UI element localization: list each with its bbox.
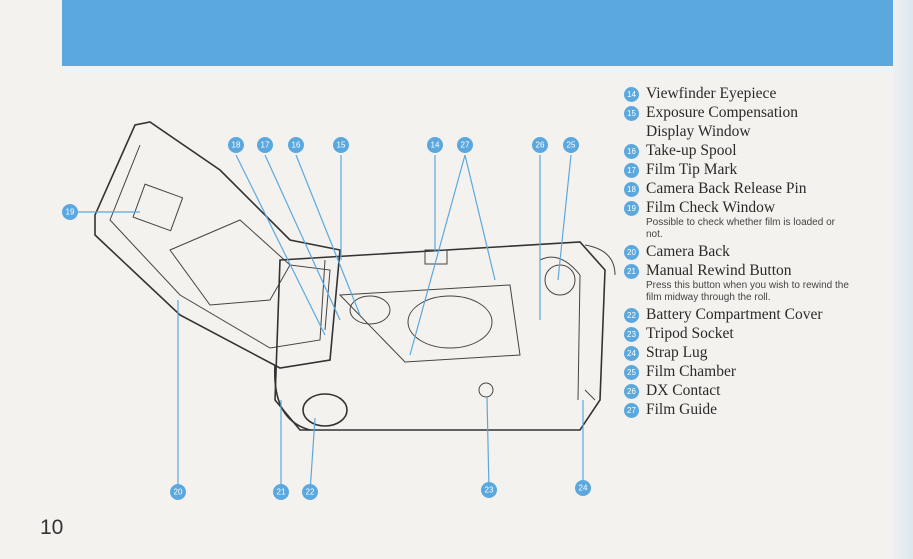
callout-18: 18 (228, 137, 244, 153)
legend-label: Film Check Window (646, 199, 776, 216)
legend-number: 23 (624, 327, 639, 342)
svg-text:20: 20 (174, 488, 183, 497)
callout-19: 19 (62, 204, 78, 220)
legend-label: DX Contact (646, 382, 721, 399)
legend-number: 21 (624, 264, 639, 279)
svg-text:14: 14 (431, 141, 440, 150)
page-edge (893, 0, 913, 559)
callout-24: 24 (575, 480, 591, 496)
legend-label: Strap Lug (646, 344, 708, 361)
legend-number: 24 (624, 346, 639, 361)
parts-legend: 14 Viewfinder Eyepiece 15 Exposure Compens… (624, 84, 894, 419)
legend-number: 19 (624, 201, 639, 216)
svg-text:18: 18 (232, 141, 241, 150)
top-banner (62, 0, 913, 66)
legend-label: Camera Back Release Pin (646, 180, 807, 197)
svg-text:16: 16 (292, 141, 301, 150)
svg-text:21: 21 (277, 488, 286, 497)
legend-item: 15 Exposure Compensation Display Window (624, 103, 894, 141)
camera-back-door (94, 121, 341, 369)
legend-item: 22 Battery Compartment Cover (624, 305, 894, 324)
legend-number: 27 (624, 403, 639, 418)
svg-text:17: 17 (261, 141, 270, 150)
legend-item: 26 DX Contact (624, 381, 894, 400)
legend-label: Manual Rewind Button (646, 262, 792, 279)
legend-item: 18 Camera Back Release Pin (624, 179, 894, 198)
callout-17: 17 (257, 137, 273, 153)
page-number: 10 (40, 516, 64, 539)
svg-text:19: 19 (66, 208, 75, 217)
legend-label: Exposure Compensation Display Window (646, 104, 798, 140)
svg-text:22: 22 (306, 488, 315, 497)
legend-number: 25 (624, 365, 639, 380)
legend-item: 14 Viewfinder Eyepiece (624, 84, 894, 103)
legend-item: 16 Take-up Spool (624, 141, 894, 160)
legend-item: 25 Film Chamber (624, 362, 894, 381)
legend-number: 16 (624, 144, 639, 159)
legend-label: Film Guide (646, 401, 718, 418)
legend-number: 14 (624, 87, 639, 102)
legend-label: Take-up Spool (646, 142, 737, 159)
legend-label: Battery Compartment Cover (646, 306, 823, 323)
callout-22: 22 (302, 484, 318, 500)
legend-label: Camera Back (646, 243, 730, 260)
svg-text:15: 15 (337, 141, 346, 150)
legend-item: 17 Film Tip Mark (624, 160, 894, 179)
callout-26: 26 (532, 137, 548, 153)
legend-number: 17 (624, 163, 639, 178)
legend-item: 20 Camera Back (624, 242, 894, 261)
legend-number: 18 (624, 182, 639, 197)
svg-text:27: 27 (461, 141, 470, 150)
svg-text:25: 25 (567, 141, 576, 150)
callout-23: 23 (481, 482, 497, 498)
svg-text:23: 23 (485, 486, 494, 495)
legend-item: 27 Film Guide (624, 400, 894, 419)
legend-item: 24 Strap Lug (624, 343, 894, 362)
legend-label: Film Chamber (646, 363, 736, 380)
callout-27: 27 (457, 137, 473, 153)
legend-number: 26 (624, 384, 639, 399)
callout-20: 20 (170, 484, 186, 500)
legend-number: 22 (624, 308, 639, 323)
legend-label: Viewfinder Eyepiece (646, 85, 777, 102)
svg-text:26: 26 (536, 141, 545, 150)
legend-item: 23 Tripod Socket (624, 324, 894, 343)
legend-note: Possible to check whether film is loaded… (646, 217, 835, 240)
legend-note: Press this button when you wish to rewin… (646, 280, 849, 303)
callout-14: 14 (427, 137, 443, 153)
svg-text:24: 24 (579, 484, 588, 493)
callout-15: 15 (333, 137, 349, 153)
camera-body (274, 241, 606, 431)
callout-25: 25 (563, 137, 579, 153)
callout-21: 21 (273, 484, 289, 500)
camera-diagram: 18 17 16 15 14 27 26 25 19 20 21 22 23 2… (62, 121, 616, 500)
legend-number: 20 (624, 245, 639, 260)
legend-number: 15 (624, 106, 639, 121)
callout-16: 16 (288, 137, 304, 153)
legend-label: Film Tip Mark (646, 161, 738, 178)
legend-label: Tripod Socket (646, 325, 734, 342)
